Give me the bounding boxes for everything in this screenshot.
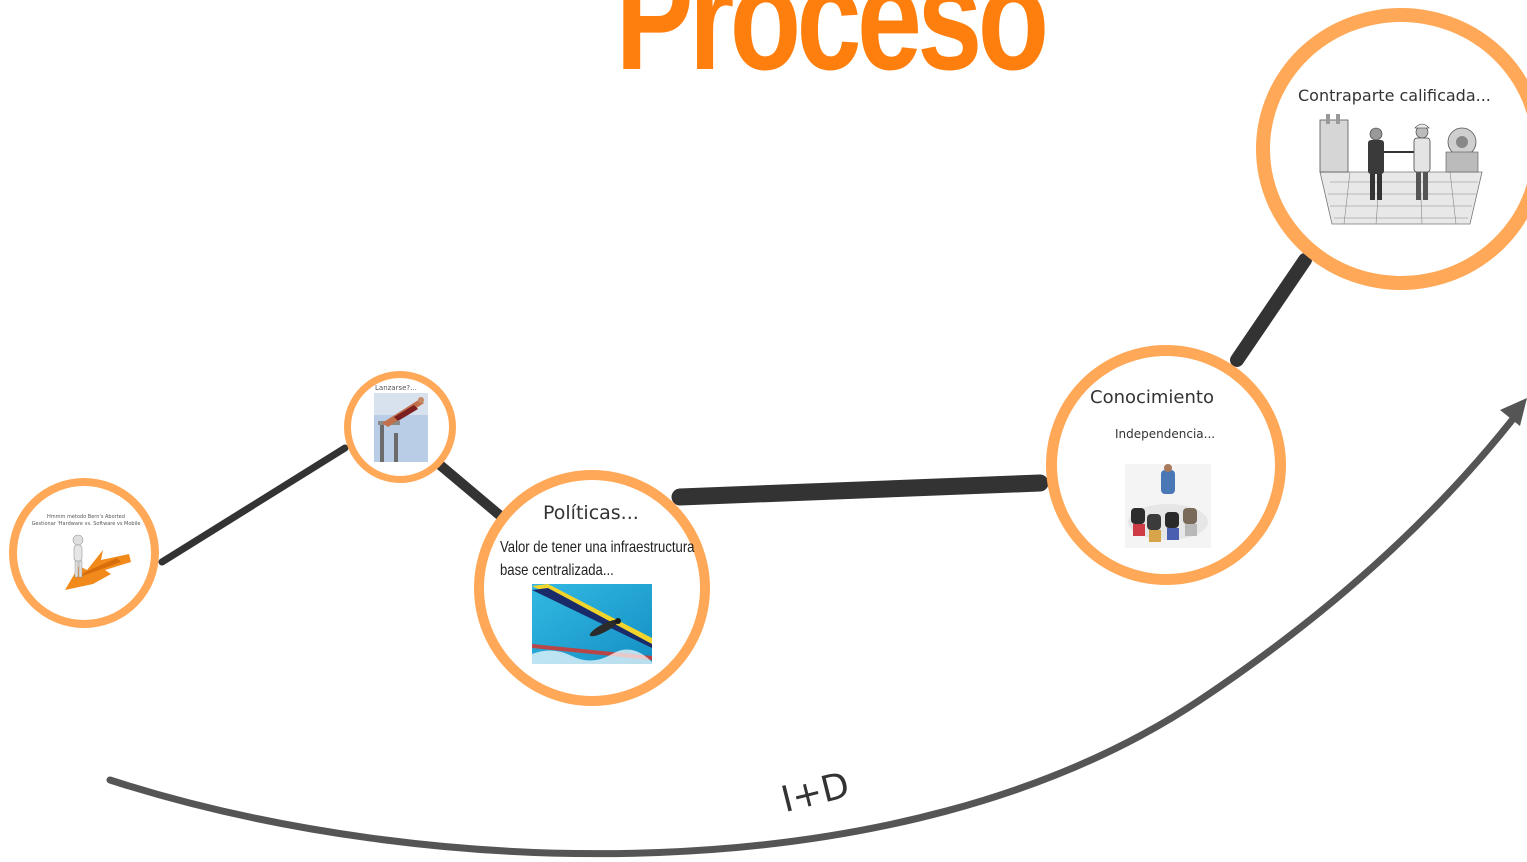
connector-politicas-conocimiento bbox=[671, 474, 1049, 506]
rd-arrow-head bbox=[1500, 398, 1527, 426]
rd-arrow-label: I+D bbox=[777, 765, 853, 821]
node-leader-line2: Gestionar 'Hardware vs. Software vs Mobi… bbox=[31, 521, 141, 527]
node-politicas[interactable]: Políticas... Valor de tener una infraest… bbox=[474, 470, 710, 706]
node-politicas-body: Valor de tener una infraestructura base … bbox=[500, 536, 694, 582]
connector-dive-politicas bbox=[435, 460, 508, 523]
person-on-arrow-icon bbox=[65, 534, 131, 590]
diver-icon bbox=[374, 393, 428, 462]
node-politicas-title: Políticas... bbox=[543, 502, 639, 524]
node-leader[interactable]: Hmmm método Bern's Aborted Gestionar 'Ha… bbox=[9, 478, 159, 628]
connector-conocimiento-contraparte bbox=[1230, 253, 1312, 367]
node-politicas-body-line1: Valor de tener una infraestructura bbox=[500, 539, 695, 556]
swimmer-photo bbox=[532, 584, 652, 664]
connector-leader-dive bbox=[158, 444, 349, 566]
node-conocimiento-title: Conocimiento bbox=[1090, 387, 1214, 408]
handshake-illustration bbox=[1310, 112, 1492, 228]
node-contraparte[interactable]: Contraparte calificada... bbox=[1256, 8, 1527, 290]
node-conocimiento-subtitle: Independencia... bbox=[1115, 427, 1216, 441]
node-dive-label: Lanzarse?... bbox=[375, 384, 417, 392]
page-title: Proceso bbox=[615, 0, 1050, 101]
node-conocimiento[interactable]: Conocimiento Independencia... bbox=[1046, 345, 1286, 585]
node-politicas-body-line2: base centralizada... bbox=[500, 562, 614, 579]
node-leader-text: Hmmm método Bern's Aborted Gestionar 'Ha… bbox=[31, 514, 141, 528]
node-dive[interactable]: Lanzarse?... bbox=[344, 371, 456, 483]
rd-arrow-curve bbox=[106, 406, 1524, 858]
node-leader-line1: Hmmm método Bern's Aborted bbox=[47, 514, 125, 520]
node-contraparte-title: Contraparte calificada... bbox=[1298, 86, 1491, 105]
meeting-group-photo bbox=[1125, 464, 1211, 548]
